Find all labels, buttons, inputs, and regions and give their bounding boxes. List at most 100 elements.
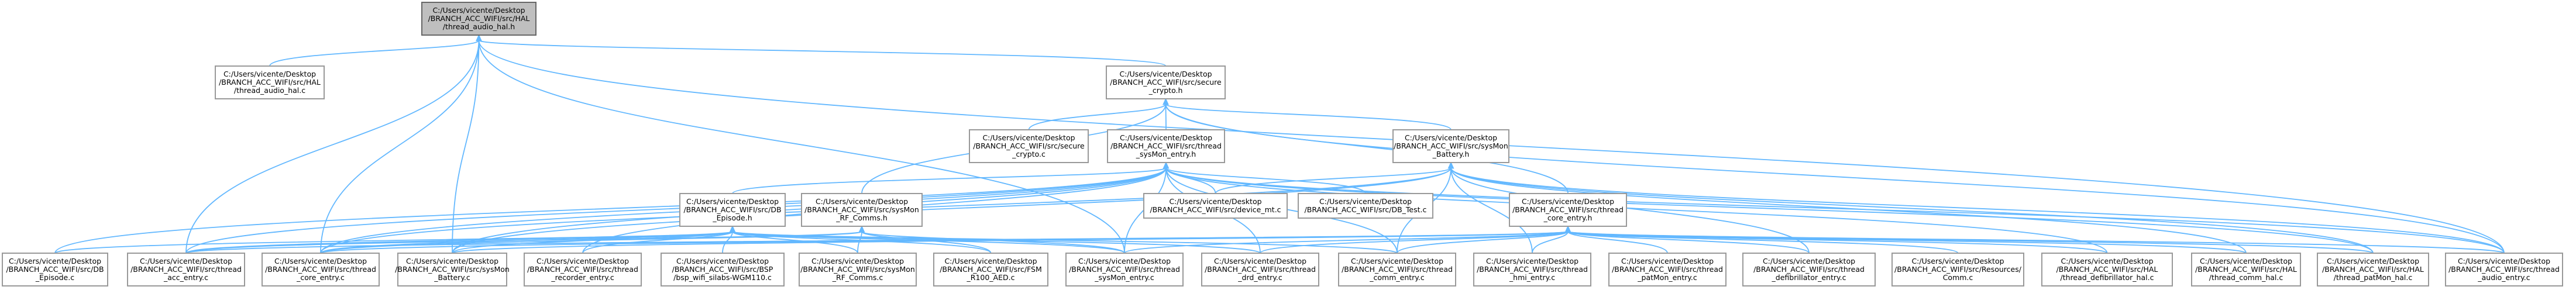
node-label-line: /BRANCH_ACC_WIFI/src/secure [973, 141, 1085, 150]
file-node-sysmon-entry-c[interactable]: C:/Users/vicente/Desktop/BRANCH_ACC_WIFI… [1065, 253, 1184, 286]
node-label-line: /thread_audio_hal.c [234, 86, 305, 95]
node-label-line: C:/Users/vicente/Desktop [432, 6, 525, 15]
node-label-line: /BRANCH_ACC_WIFI/src/sysMon [804, 205, 919, 214]
file-node-secure-crypto-h[interactable]: C:/Users/vicente/Desktop/BRANCH_ACC_WIFI… [1106, 65, 1226, 99]
file-node-bsp-wifi-c[interactable]: C:/Users/vicente/Desktop/BRANCH_ACC_WIFI… [661, 253, 785, 286]
file-node-fsm-r100-c[interactable]: C:/Users/vicente/Desktop/BRANCH_ACC_WIFI… [933, 253, 1048, 286]
file-node-patmon-hal-c[interactable]: C:/Users/vicente/Desktop/BRANCH_ACC_WIFI… [2317, 253, 2429, 286]
edge-secure_crypto_c-to-secure_crypto_h [1028, 103, 1167, 130]
node-box [799, 253, 917, 286]
node-label-line: _Episode.c [35, 273, 74, 282]
edge-battery_c-to-root [452, 40, 480, 254]
node-label-line: /BRANCH_ACC_WIFI/src/HAL [219, 78, 321, 87]
edge-comm_entry_c-to-core_entry_h [1397, 231, 1569, 254]
edge-rf_comms_c-to-db_episode_h [732, 231, 858, 254]
file-node-comm-hal-c[interactable]: C:/Users/vicente/Desktop/BRANCH_ACC_WIFI… [2191, 253, 2301, 286]
file-node-defib-entry-c[interactable]: C:/Users/vicente/Desktop/BRANCH_ACC_WIFI… [1742, 253, 1876, 286]
file-node-recorder-entry-c[interactable]: C:/Users/vicente/Desktop/BRANCH_ACC_WIFI… [524, 253, 642, 286]
node-label-line: C:/Users/vicente/Desktop [1486, 257, 1578, 265]
edge-db_test_c-to-sysmon_entry_h [1165, 167, 1366, 194]
node-label-line: /BRANCH_ACC_WIFI/src/HAL [2056, 265, 2158, 274]
node-box [421, 2, 536, 36]
node-label-line: /BRANCH_ACC_WIFI/src/sysMon [1394, 141, 1508, 150]
node-label-line: /BRANCH_ACC_WIFI/src/DB [683, 205, 781, 214]
file-node-core-entry-c[interactable]: C:/Users/vicente/Desktop/BRANCH_ACC_WIFI… [262, 253, 380, 286]
file-node-patmon-entry-c[interactable]: C:/Users/vicente/Desktop/BRANCH_ACC_WIFI… [1608, 253, 1726, 286]
node-label-line: _crypto.c [1012, 150, 1045, 158]
edge-acc_entry_c-to-root [185, 40, 480, 254]
node-box [2445, 253, 2563, 286]
node-label-line: /BRANCH_ACC_WIFI/src/thread [1612, 265, 1723, 274]
file-node-db-test-c[interactable]: C:/Users/vicente/Desktop/BRANCH_ACC_WIFI… [1298, 193, 1433, 219]
file-node-sysmon-entry-h[interactable]: C:/Users/vicente/Desktop/BRANCH_ACC_WIFI… [1107, 129, 1225, 163]
file-node-drd-entry-c[interactable]: C:/Users/vicente/Desktop/BRANCH_ACC_WIFI… [1201, 253, 1319, 286]
file-node-device-mt-c[interactable]: C:/Users/vicente/Desktop/BRANCH_ACC_WIFI… [1143, 193, 1288, 219]
node-label-line: C:/Users/vicente/Desktop [1119, 70, 1212, 78]
node-label-line: /BRANCH_ACC_WIFI/src/thread [1512, 205, 1624, 214]
arrowhead-audio_entry_c-to-sysmon_entry_h [1163, 161, 1170, 169]
node-label-line: C:/Users/vicente/Desktop [686, 197, 779, 206]
node-label-line: /BRANCH_ACC_WIFI/src/device_mt.c [1150, 205, 1281, 214]
node-label-line: C:/Users/vicente/Desktop [2327, 257, 2419, 265]
node-label-line: /thread_patMon_hal.c [2334, 273, 2413, 282]
arrowhead-comm_entry_c-to-db_episode_h [729, 225, 736, 233]
file-node-db-episode-h[interactable]: C:/Users/vicente/Desktop/BRANCH_ACC_WIFI… [679, 193, 786, 227]
edge-acc_entry_c-to-sysmon_entry_h [185, 167, 1167, 254]
node-label-line: /BRANCH_ACC_WIFI/src/thread [1342, 265, 1453, 274]
node-label-line: /BRANCH_ACC_WIFI/src/thread [1110, 141, 1222, 150]
file-node-hmi-entry-c[interactable]: C:/Users/vicente/Desktop/BRANCH_ACC_WIFI… [1473, 253, 1591, 286]
edge-audio_entry_c-to-sysmon_entry_h [1165, 167, 2505, 254]
node-label-line: C:/Users/vicente/Desktop [1078, 257, 1171, 265]
node-box [2, 253, 108, 286]
node-label-line: C:/Users/vicente/Desktop [1522, 197, 1614, 206]
node-label-line: _hmi_entry.c [1509, 273, 1555, 282]
file-node-sysmon-battery-h[interactable]: C:/Users/vicente/Desktop/BRANCH_ACC_WIFI… [1392, 129, 1509, 163]
file-node-core-entry-h[interactable]: C:/Users/vicente/Desktop/BRANCH_ACC_WIFI… [1509, 193, 1627, 227]
node-box [262, 253, 380, 286]
node-label-line: Comm.c [1943, 273, 1973, 282]
node-box [2317, 253, 2429, 286]
edge-db_episode_c-to-sysmon_entry_h [54, 167, 1167, 254]
edge-patmon_entry_c-to-core_entry_h [1567, 231, 1668, 254]
edge-device_mt_c-to-sysmon_battery_h [1215, 167, 1452, 194]
node-box [801, 193, 923, 227]
file-node-rf-comms-c[interactable]: C:/Users/vicente/Desktop/BRANCH_ACC_WIFI… [799, 253, 917, 286]
edge-defib_entry_c-to-sysmon_battery_h [1450, 167, 1810, 254]
file-node-audio-entry-c[interactable]: C:/Users/vicente/Desktop/BRANCH_ACC_WIFI… [2445, 253, 2563, 286]
file-node-secure-crypto-c[interactable]: C:/Users/vicente/Desktop/BRANCH_ACC_WIFI… [969, 129, 1089, 163]
node-label-line: _RF_Comms.h [835, 213, 888, 222]
node-label-line: /thread_audio_hal.h [443, 22, 515, 31]
node-label-line: _defibrillator_entry.c [1772, 273, 1846, 282]
node-label-line: /BRANCH_ACC_WIFI/src/thread [1069, 265, 1180, 274]
node-label-line: /BRANCH_ACC_WIFI/src/thread [2448, 265, 2560, 274]
node-label-line: _core_entry.h [1543, 213, 1593, 222]
node-label-line: C:/Users/vicente/Desktop [944, 257, 1037, 265]
node-label-line: C:/Users/vicente/Desktop [1319, 197, 1412, 206]
node-label-line: _drd_entry.c [1237, 273, 1282, 282]
file-node-audio-hal-c[interactable]: C:/Users/vicente/Desktop/BRANCH_ACC_WIFI… [215, 65, 325, 99]
edge-bsp_wifi_c-to-db_episode_h [722, 231, 733, 254]
node-label-line: C:/Users/vicente/Desktop [140, 257, 232, 265]
node-label-line: C:/Users/vicente/Desktop [2061, 257, 2153, 265]
file-node-resources-comm-c[interactable]: C:/Users/vicente/Desktop/BRANCH_ACC_WIFI… [1891, 253, 2024, 286]
file-node-battery-c[interactable]: C:/Users/vicente/Desktop/BRANCH_ACC_WIFI… [395, 253, 510, 286]
node-box [1201, 253, 1319, 286]
node-label-line: /thread_defibrillator_hal.c [2061, 273, 2154, 282]
file-node-rf-comms-h[interactable]: C:/Users/vicente/Desktop/BRANCH_ACC_WIFI… [801, 193, 923, 227]
node-label-line: _RF_Comms.c [832, 273, 883, 282]
node-label-line: /BRANCH_ACC_WIFI/src/secure [1110, 78, 1222, 87]
node-label-line: /BRANCH_ACC_WIFI/src/thread [1753, 265, 1865, 274]
edge-audio_entry_c-to-sysmon_battery_h [1450, 167, 2505, 254]
node-label-line: C:/Users/vicente/Desktop [1621, 257, 1714, 265]
node-label-line: C:/Users/vicente/Desktop [1911, 257, 2004, 265]
node-label-line: /BRANCH_ACC_WIFI/src/DB_Test.c [1305, 205, 1427, 214]
node-label-line: /BRANCH_ACC_WIFI/src/thread [130, 265, 242, 274]
file-node-acc-entry-c[interactable]: C:/Users/vicente/Desktop/BRANCH_ACC_WIFI… [127, 253, 245, 286]
node-box [1392, 129, 1509, 163]
node-label-line: /thread_comm_hal.c [2209, 273, 2283, 282]
file-node-defib-hal-c[interactable]: C:/Users/vicente/Desktop/BRANCH_ACC_WIFI… [2041, 253, 2173, 286]
file-node-db-episode-c[interactable]: C:/Users/vicente/Desktop/BRANCH_ACC_WIFI… [2, 253, 108, 286]
node-label-line: C:/Users/vicente/Desktop [2458, 257, 2550, 265]
file-node-comm-entry-c[interactable]: C:/Users/vicente/Desktop/BRANCH_ACC_WIFI… [1338, 253, 1456, 286]
edge-drd_entry_c-to-core_entry_h [1260, 231, 1569, 254]
